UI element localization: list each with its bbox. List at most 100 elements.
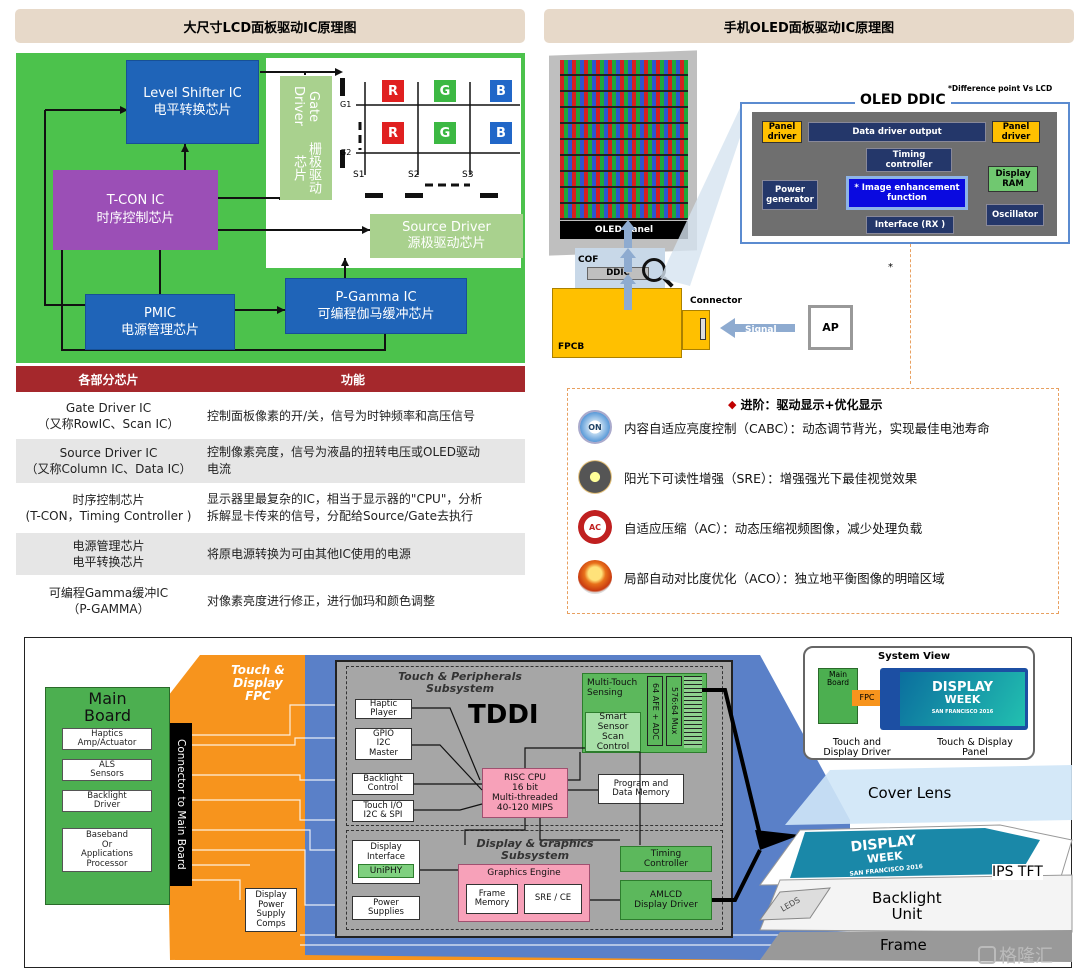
- gi-line: Haptic: [369, 698, 398, 709]
- dp-line: Display: [255, 890, 287, 900]
- ss-line: Control: [596, 742, 630, 752]
- sv-mb-line: Board: [826, 678, 850, 687]
- cabc-icon: ON: [578, 410, 612, 444]
- power-gen-line: generator: [766, 195, 814, 205]
- level-shifter-en: Level Shifter IC: [143, 86, 242, 101]
- feature-text: 自适应压缩（AC）：动态压缩视频图像，减少处理负载: [624, 520, 923, 536]
- ps-line: Power: [373, 897, 399, 908]
- oled-header-text: 手机OLED面板驱动IC原理图: [723, 20, 895, 36]
- data-driver-output-text: Data driver output: [852, 127, 942, 137]
- signal-label: Signal: [745, 325, 777, 335]
- oled-panel-rows: [560, 60, 688, 220]
- connector-to-main-board: Connector to Main Board: [170, 723, 192, 886]
- fpc-label-line: FPC: [245, 689, 271, 703]
- watermark: 格隆汇: [978, 942, 1053, 968]
- sv-dw-line: DISPLAY: [931, 680, 994, 695]
- sv-touch-driver-label: Touch and Display Driver: [812, 738, 902, 758]
- feature-text: 阳光下可读性增强（SRE）：增强强光下最佳视觉效果: [624, 470, 918, 486]
- table-header-chip: 各部分芯片: [78, 372, 139, 387]
- row-chip-line: （P-GAMMA）: [67, 602, 150, 616]
- tddi-title: TDDI: [468, 700, 539, 730]
- lcd-table-header: 各部分芯片 功能: [16, 366, 525, 392]
- mb-line: Haptics: [91, 728, 123, 739]
- sv-dw-line: WEEK: [944, 693, 981, 706]
- sv-fpc: FPC: [852, 690, 882, 706]
- diamond-icon: ◆: [728, 398, 737, 411]
- oled-ddic-title: OLED DDIC: [855, 92, 951, 108]
- gate-driver-box: Gate Driver 栅极驱动芯片: [280, 76, 332, 200]
- di-line: Interface: [366, 851, 406, 862]
- row-func-line: 控制面板像素的开/关，信号为时钟频率和高压信号: [207, 408, 476, 423]
- row-func-line: 控制像素亮度，信号为液晶的扭转电压或OLED驱动: [207, 445, 480, 459]
- fpcb-label: FPCB: [558, 342, 585, 352]
- row-chip-line: Source Driver IC: [59, 446, 158, 460]
- sv-dw-line: SAN FRANCISCO 2016: [931, 709, 994, 715]
- feature-cabc: ON 内容自适应亮度控制（CABC）：动态调节背光，实现最佳电池寿命: [578, 410, 990, 444]
- timing-line: Timing: [892, 150, 926, 160]
- contrast-icon: [578, 560, 612, 594]
- gate-line-g1: G1: [340, 100, 352, 109]
- display-ram-line: RAM: [1002, 179, 1024, 189]
- ips-tft-label: IPS TFT: [992, 864, 1043, 880]
- pmic-box: PMIC 电源管理芯片: [85, 294, 235, 350]
- frame-label: Frame: [880, 936, 927, 954]
- afe-text: 64 AFE + ADC: [650, 682, 660, 740]
- table-row: 电源管理芯片电平转换芯片 将原电源转换为可由其他IC使用的电源: [16, 533, 525, 575]
- mb-line: Driver: [93, 800, 121, 810]
- pixel-b-2: B: [490, 122, 512, 144]
- sv-main-board: Main Board: [818, 668, 858, 724]
- pm-line: Data Memory: [612, 788, 670, 798]
- mux: 576:64 Mux: [666, 676, 682, 746]
- mt-line: Multi-Touch: [587, 678, 638, 688]
- row-func-line: 拆解显卡传来的信号，分配给Source/Gate去执行: [207, 509, 473, 523]
- tp-subsystem-title: Touch & Peripherals Subsystem: [380, 671, 540, 695]
- fm-line: Memory: [474, 898, 510, 908]
- feature-text: 内容自适应亮度控制（CABC）：动态调节背光，实现最佳电池寿命: [624, 420, 990, 436]
- oled-arrows: [620, 108, 795, 338]
- level-shifter-box: Level Shifter IC 电平转换芯片: [126, 60, 259, 144]
- image-enh-line: function: [887, 193, 927, 203]
- uniphy: UniPHY: [358, 864, 414, 878]
- tcon-box: T-CON IC 时序控制芯片: [53, 170, 218, 250]
- cabc-icon-label: ON: [588, 422, 602, 432]
- table-row: Source Driver IC（又称Column IC、Data IC） 控制…: [16, 439, 525, 483]
- mb-line: Amp/Actuator: [77, 738, 137, 748]
- oscillator-text: Oscillator: [992, 210, 1038, 220]
- ap-text: AP: [822, 321, 839, 334]
- main-board-title: Main Board: [45, 690, 170, 724]
- pixel-b-1: B: [490, 80, 512, 102]
- pgamma-cn: 可编程伽马缓冲芯片: [317, 307, 435, 322]
- source-driver-box: Source Driver 源极驱动芯片: [370, 214, 523, 258]
- sv-mb-line: Main: [829, 670, 847, 679]
- feature-text: 局部自动对比度优化（ACO）：独立地平衡图像的明暗区域: [624, 570, 945, 586]
- connector-pin: [700, 318, 706, 340]
- sunlight-icon: [578, 460, 612, 494]
- tp-line: Subsystem: [425, 682, 495, 695]
- pixel-r-1: R: [382, 80, 404, 102]
- tcon-cn: 时序控制芯片: [96, 211, 175, 226]
- lcd-header-text: 大尺寸LCD面板驱动IC原理图: [183, 20, 357, 36]
- row-chip-line: （又称RowIC、Scan IC）: [37, 417, 180, 431]
- difference-note: *Difference point Vs LCD: [948, 84, 1053, 93]
- dp-line: Supply: [256, 909, 286, 919]
- image-enh-line: * Image enhancement: [854, 183, 960, 193]
- mb-line: Backlight: [87, 790, 127, 801]
- display-ram-line: Display: [995, 169, 1031, 179]
- lcd-connections: [44, 68, 520, 351]
- ss-line: Scan: [602, 732, 624, 742]
- dg-subsystem-frame: [346, 830, 723, 930]
- sv-fpc-text: FPC: [859, 693, 875, 702]
- row-func-line: 将原电源转换为可由其他IC使用的电源: [207, 546, 411, 561]
- fpc-label-line: Display: [233, 676, 283, 690]
- advance-title-text: 进阶：驱动显示+优化显示: [740, 398, 883, 412]
- feature-sre: 阳光下可读性增强（SRE）：增强强光下最佳视觉效果: [578, 460, 917, 494]
- row-chip-line: (T-CON，Timing Controller ): [25, 509, 192, 523]
- oled-header: 手机OLED面板驱动IC原理图: [544, 9, 1074, 43]
